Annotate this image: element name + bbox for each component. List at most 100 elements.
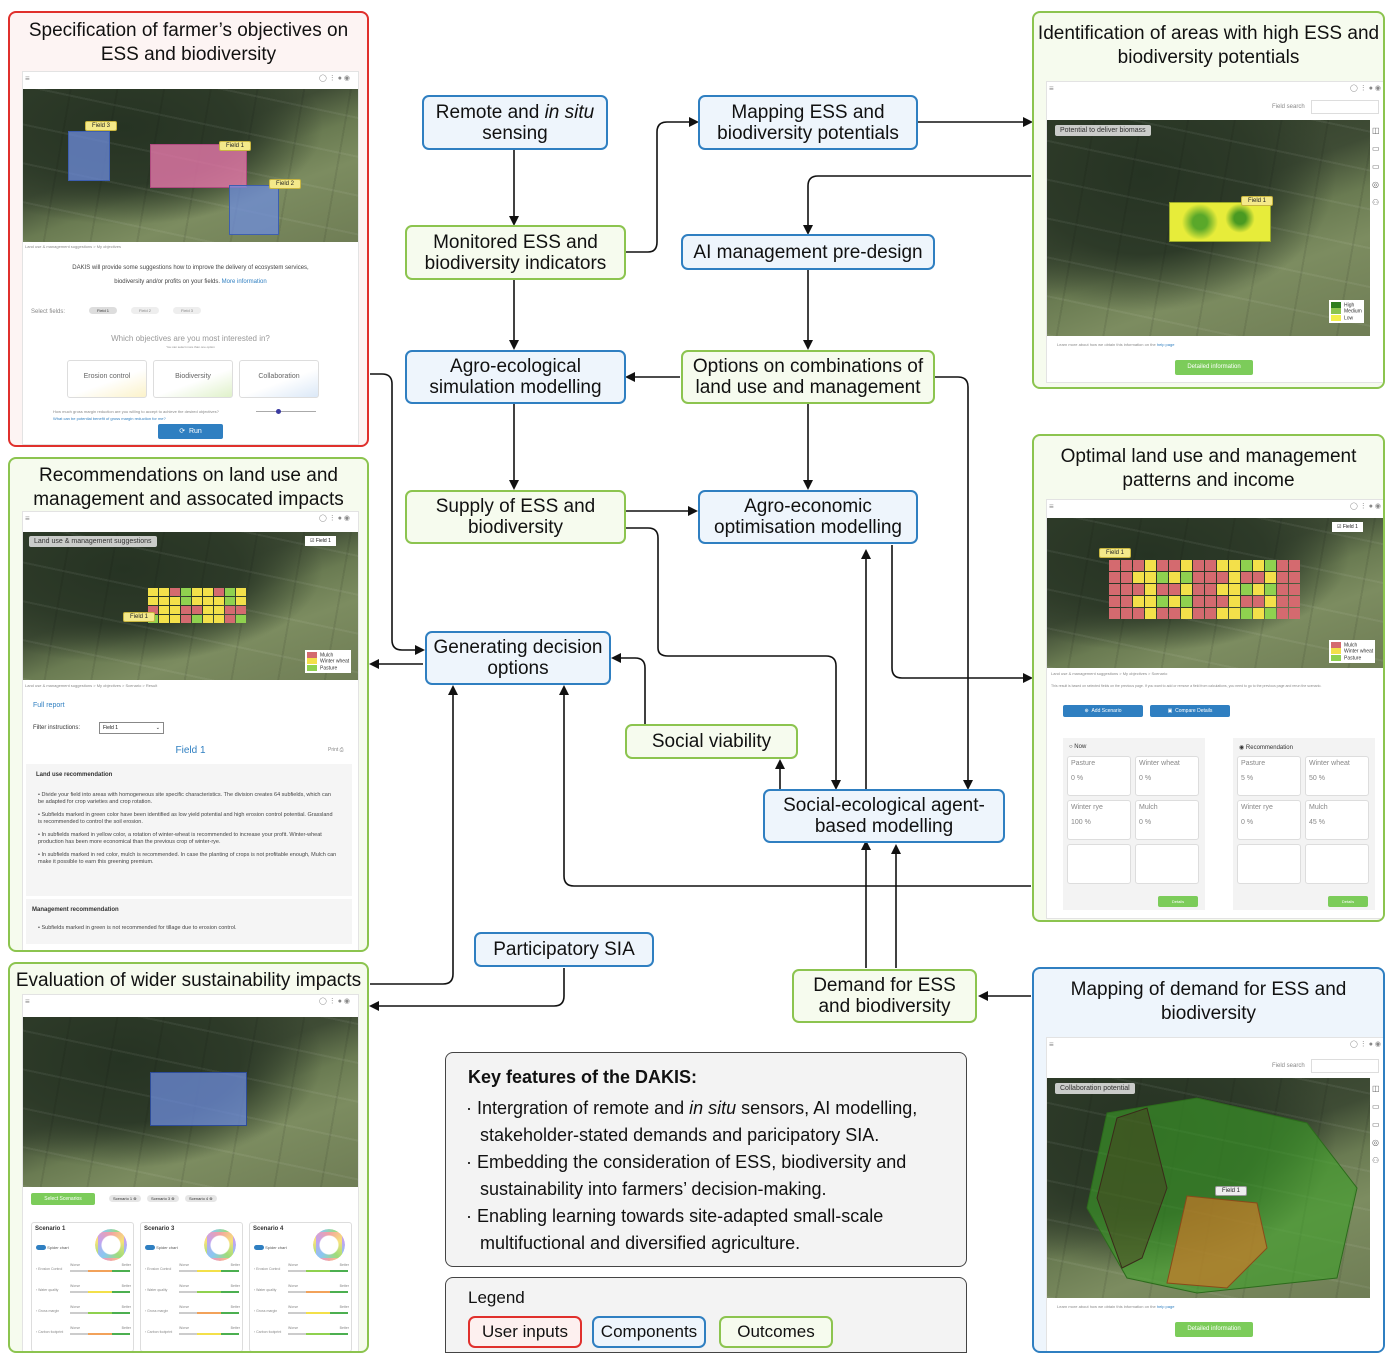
field-search-input[interactable] — [1311, 100, 1379, 114]
spider-toggle[interactable]: Spider chart — [145, 1245, 178, 1251]
subfield-cell[interactable] — [1277, 596, 1288, 607]
subfield-cell[interactable] — [1229, 584, 1240, 595]
subfield-cell[interactable] — [236, 588, 246, 596]
spider-toggle[interactable]: Spider chart — [36, 1245, 69, 1251]
satellite-map[interactable]: Field 3 Field 1 Field 2 — [23, 89, 358, 242]
header-icons[interactable]: ◯ ⋮ ● ◉ — [318, 75, 350, 82]
objective-erosion-control[interactable]: Erosion control — [67, 360, 147, 398]
subfield-cell[interactable] — [1157, 584, 1168, 595]
subfield-cell[interactable] — [1109, 608, 1120, 619]
subfield-cell[interactable] — [1169, 608, 1180, 619]
print-button[interactable]: Print ⎙ — [328, 747, 344, 753]
subfield-cell[interactable] — [181, 597, 191, 605]
subfield-cell[interactable] — [1217, 608, 1228, 619]
subfield-cell[interactable] — [159, 615, 169, 623]
subfield-cell[interactable] — [192, 606, 202, 614]
gross-margin-slider[interactable] — [256, 409, 316, 414]
details-button[interactable]: Details — [1158, 896, 1198, 907]
field-1-polygon[interactable] — [150, 144, 247, 188]
subfield-cell[interactable] — [1277, 572, 1288, 583]
subfield-cell[interactable] — [1217, 584, 1228, 595]
subfield-cell[interactable] — [236, 597, 246, 605]
subfield-cell[interactable] — [203, 615, 213, 623]
subfield-cell[interactable] — [1145, 608, 1156, 619]
subfield-cell[interactable] — [236, 606, 246, 614]
header-icons[interactable]: ◯ ⋮ ● ◉ — [1349, 503, 1381, 510]
subfield-cell[interactable] — [1253, 572, 1264, 583]
subfield-cell[interactable] — [170, 597, 180, 605]
scenario-tag[interactable]: Scenario 3 ⊗ — [147, 1195, 179, 1202]
subfield-cell[interactable] — [1289, 560, 1300, 571]
subfield-cell[interactable] — [170, 588, 180, 596]
subfield-cell[interactable] — [159, 597, 169, 605]
header-icons[interactable]: ◯ ⋮ ● ◉ — [318, 998, 350, 1005]
collaboration-polygons[interactable] — [1047, 1078, 1370, 1298]
subfield-cell[interactable] — [1253, 596, 1264, 607]
subfield-cell[interactable] — [1205, 560, 1216, 571]
subfield-cell[interactable] — [1181, 608, 1192, 619]
subfield-cell[interactable] — [181, 588, 191, 596]
subfield-cell[interactable] — [1277, 560, 1288, 571]
subfield-cell[interactable] — [1253, 560, 1264, 571]
select-scenarios-button[interactable]: Select Scenarios — [31, 1193, 95, 1205]
subfield-cell[interactable] — [1121, 608, 1132, 619]
subfield-cell[interactable] — [148, 606, 158, 614]
subfield-cell[interactable] — [236, 615, 246, 623]
subfield-cell[interactable] — [1169, 560, 1180, 571]
subfield-cell[interactable] — [192, 588, 202, 596]
subfield-cell[interactable] — [1241, 608, 1252, 619]
subfield-cell[interactable] — [1205, 572, 1216, 583]
menu-icon[interactable]: ≡ — [1049, 84, 1054, 93]
subfield-cell[interactable] — [1181, 560, 1192, 571]
subfield-cell[interactable] — [192, 615, 202, 623]
subfield-cell[interactable] — [1145, 596, 1156, 607]
field-filter-chip[interactable]: ☑ Field 1 — [1332, 522, 1363, 532]
subfield-cell[interactable] — [1241, 560, 1252, 571]
menu-icon[interactable]: ≡ — [25, 997, 30, 1006]
detailed-information-button[interactable]: Detailed information — [1175, 360, 1253, 375]
compare-details-button[interactable]: ▣ Compare Details — [1150, 705, 1230, 717]
subfield-cell[interactable] — [1109, 572, 1120, 583]
subfield-cell[interactable] — [203, 597, 213, 605]
full-report-link[interactable]: Full report — [33, 702, 65, 709]
subfield-cell[interactable] — [225, 588, 235, 596]
subfield-cell[interactable] — [1241, 584, 1252, 595]
subfield-cell[interactable] — [1229, 572, 1240, 583]
objective-collaboration[interactable]: Collaboration — [239, 360, 319, 398]
satellite-map[interactable]: Collaboration potential Field 1 — [1047, 1078, 1370, 1298]
detailed-information-button[interactable]: Detailed information — [1175, 1322, 1253, 1337]
subfield-cell[interactable] — [1121, 572, 1132, 583]
subfield-cell[interactable] — [1133, 572, 1144, 583]
subfield-cell[interactable] — [1205, 596, 1216, 607]
subfield-cell[interactable] — [1145, 584, 1156, 595]
subfield-cell[interactable] — [1277, 608, 1288, 619]
subfield-grid[interactable] — [1109, 560, 1300, 620]
subfield-cell[interactable] — [181, 606, 191, 614]
subfield-cell[interactable] — [1193, 572, 1204, 583]
selected-field-polygon[interactable] — [150, 1072, 247, 1126]
subfield-cell[interactable] — [1169, 572, 1180, 583]
subfield-cell[interactable] — [1289, 572, 1300, 583]
subfield-cell[interactable] — [1265, 584, 1276, 595]
subfield-cell[interactable] — [1133, 560, 1144, 571]
subfield-cell[interactable] — [1145, 560, 1156, 571]
subfield-cell[interactable] — [1181, 596, 1192, 607]
map-tool-icons[interactable]: ◫▭▭◎⚇ — [1372, 126, 1380, 207]
subfield-cell[interactable] — [1133, 584, 1144, 595]
subfield-cell[interactable] — [1193, 608, 1204, 619]
subfield-cell[interactable] — [203, 606, 213, 614]
subfield-cell[interactable] — [1217, 596, 1228, 607]
benefit-link[interactable]: What can be potential benefit of gross m… — [53, 416, 166, 421]
subfield-cell[interactable] — [1289, 596, 1300, 607]
details-button[interactable]: Details — [1328, 896, 1368, 907]
subfield-cell[interactable] — [1193, 584, 1204, 595]
subfield-cell[interactable] — [1181, 584, 1192, 595]
subfield-cell[interactable] — [148, 597, 158, 605]
map-tool-icons[interactable]: ◫▭▭◎⚇ — [1372, 1084, 1380, 1165]
subfield-cell[interactable] — [1109, 560, 1120, 571]
subfield-cell[interactable] — [192, 597, 202, 605]
subfield-grid[interactable] — [148, 588, 248, 628]
subfield-cell[interactable] — [1289, 608, 1300, 619]
subfield-cell[interactable] — [225, 606, 235, 614]
subfield-cell[interactable] — [148, 588, 158, 596]
